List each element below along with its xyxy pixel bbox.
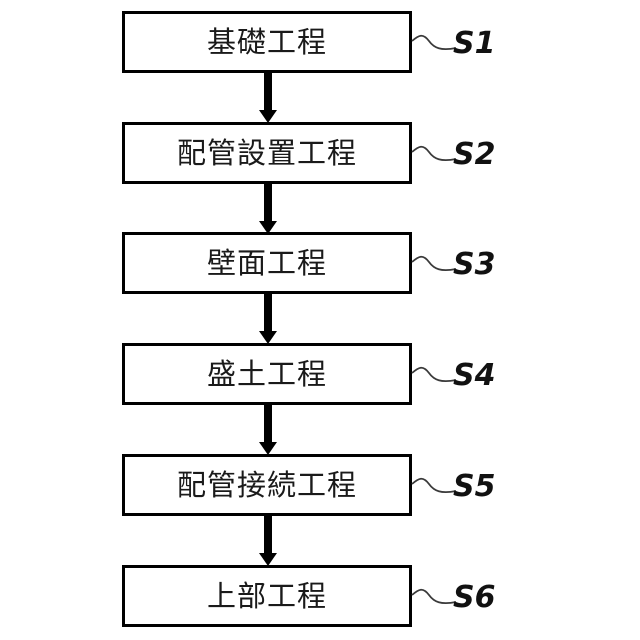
flow-step-5: 配管接続工程 S5 bbox=[0, 454, 640, 516]
process-box-s6[interactable]: 上部工程 bbox=[122, 565, 412, 627]
step-tag-s5: S5 bbox=[453, 468, 496, 504]
leader-line-s4 bbox=[411, 366, 457, 383]
step-tag-s6: S6 bbox=[453, 579, 496, 615]
flow-step-3: 壁面工程 S3 bbox=[0, 232, 640, 294]
arrow-shaft bbox=[264, 73, 272, 111]
connector-arrow-s3-s4 bbox=[255, 294, 281, 344]
connector-arrow-s1-s2 bbox=[255, 73, 281, 123]
process-label-s3: 壁面工程 bbox=[206, 245, 327, 280]
leader-line-s3 bbox=[411, 255, 457, 272]
flow-step-4: 盛土工程 S4 bbox=[0, 343, 640, 405]
arrow-shaft bbox=[264, 184, 272, 222]
arrow-head-icon bbox=[259, 331, 277, 344]
arrow-head-icon bbox=[259, 221, 277, 234]
step-tag-s1: S1 bbox=[453, 25, 496, 61]
process-box-s2[interactable]: 配管設置工程 bbox=[122, 122, 412, 184]
process-label-s1: 基礎工程 bbox=[206, 24, 327, 59]
leader-line-s1 bbox=[411, 34, 457, 51]
arrow-head-icon bbox=[259, 442, 277, 455]
flow-step-2: 配管設置工程 S2 bbox=[0, 122, 640, 184]
process-label-s2: 配管設置工程 bbox=[176, 135, 357, 170]
flow-step-1: 基礎工程 S1 bbox=[0, 11, 640, 73]
arrow-shaft bbox=[264, 294, 272, 332]
process-box-s4[interactable]: 盛土工程 bbox=[122, 343, 412, 405]
process-label-s4: 盛土工程 bbox=[206, 356, 327, 391]
leader-line-s2 bbox=[411, 145, 457, 162]
leader-line-s5 bbox=[411, 477, 457, 494]
connector-arrow-s2-s3 bbox=[255, 184, 281, 234]
process-label-s6: 上部工程 bbox=[206, 578, 327, 613]
step-tag-s2: S2 bbox=[453, 136, 496, 172]
arrow-head-icon bbox=[259, 553, 277, 566]
process-box-s3[interactable]: 壁面工程 bbox=[122, 232, 412, 294]
arrow-shaft bbox=[264, 405, 272, 443]
step-tag-s3: S3 bbox=[453, 246, 496, 282]
connector-arrow-s4-s5 bbox=[255, 405, 281, 455]
arrow-head-icon bbox=[259, 110, 277, 123]
leader-line-s6 bbox=[411, 588, 457, 605]
process-box-s1[interactable]: 基礎工程 bbox=[122, 11, 412, 73]
flow-step-6: 上部工程 S6 bbox=[0, 565, 640, 627]
process-label-s5: 配管接続工程 bbox=[176, 467, 357, 502]
process-box-s5[interactable]: 配管接続工程 bbox=[122, 454, 412, 516]
step-tag-s4: S4 bbox=[453, 357, 496, 393]
arrow-shaft bbox=[264, 516, 272, 554]
connector-arrow-s5-s6 bbox=[255, 516, 281, 566]
